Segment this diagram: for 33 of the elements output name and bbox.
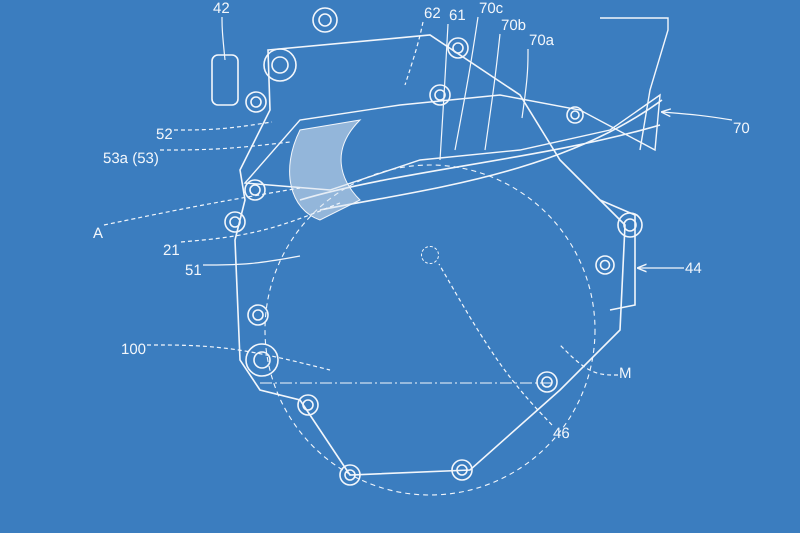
leader-line	[454, 16, 479, 150]
reference-numeral: 70	[732, 120, 751, 137]
leader-line	[560, 344, 618, 376]
leader-line	[521, 49, 529, 118]
reference-numeral: 61	[448, 7, 467, 24]
reference-numeral: 51	[184, 262, 203, 279]
leader-line	[180, 202, 340, 243]
leader-line	[221, 17, 226, 60]
leader-line	[439, 24, 449, 160]
reference-numeral: 70a	[528, 32, 556, 49]
reference-numeral: 21	[162, 242, 181, 259]
leader-line	[438, 264, 552, 426]
leader-line	[203, 255, 300, 266]
reference-numeral: M	[618, 365, 632, 382]
reference-numeral: 46	[552, 425, 571, 442]
reference-numeral: 70b	[500, 17, 528, 34]
reference-numeral: 70c	[478, 0, 504, 17]
reference-numeral: 53a (53)	[102, 150, 160, 167]
leader-line	[404, 22, 424, 86]
leader-line	[660, 108, 732, 121]
reference-numeral: 44	[684, 260, 703, 277]
leader-line	[636, 264, 684, 272]
reference-numeral: 62	[423, 5, 442, 22]
leader-line	[484, 34, 501, 150]
leader-line	[174, 121, 272, 131]
reference-numeral: 42	[212, 0, 231, 17]
hole-outline	[421, 246, 439, 264]
reference-numeral: 100	[120, 341, 148, 358]
reference-numeral: 52	[155, 126, 174, 143]
reference-numeral: A	[92, 225, 104, 242]
leader-line	[104, 187, 300, 226]
leader-line	[160, 141, 290, 151]
leader-line	[147, 344, 330, 371]
